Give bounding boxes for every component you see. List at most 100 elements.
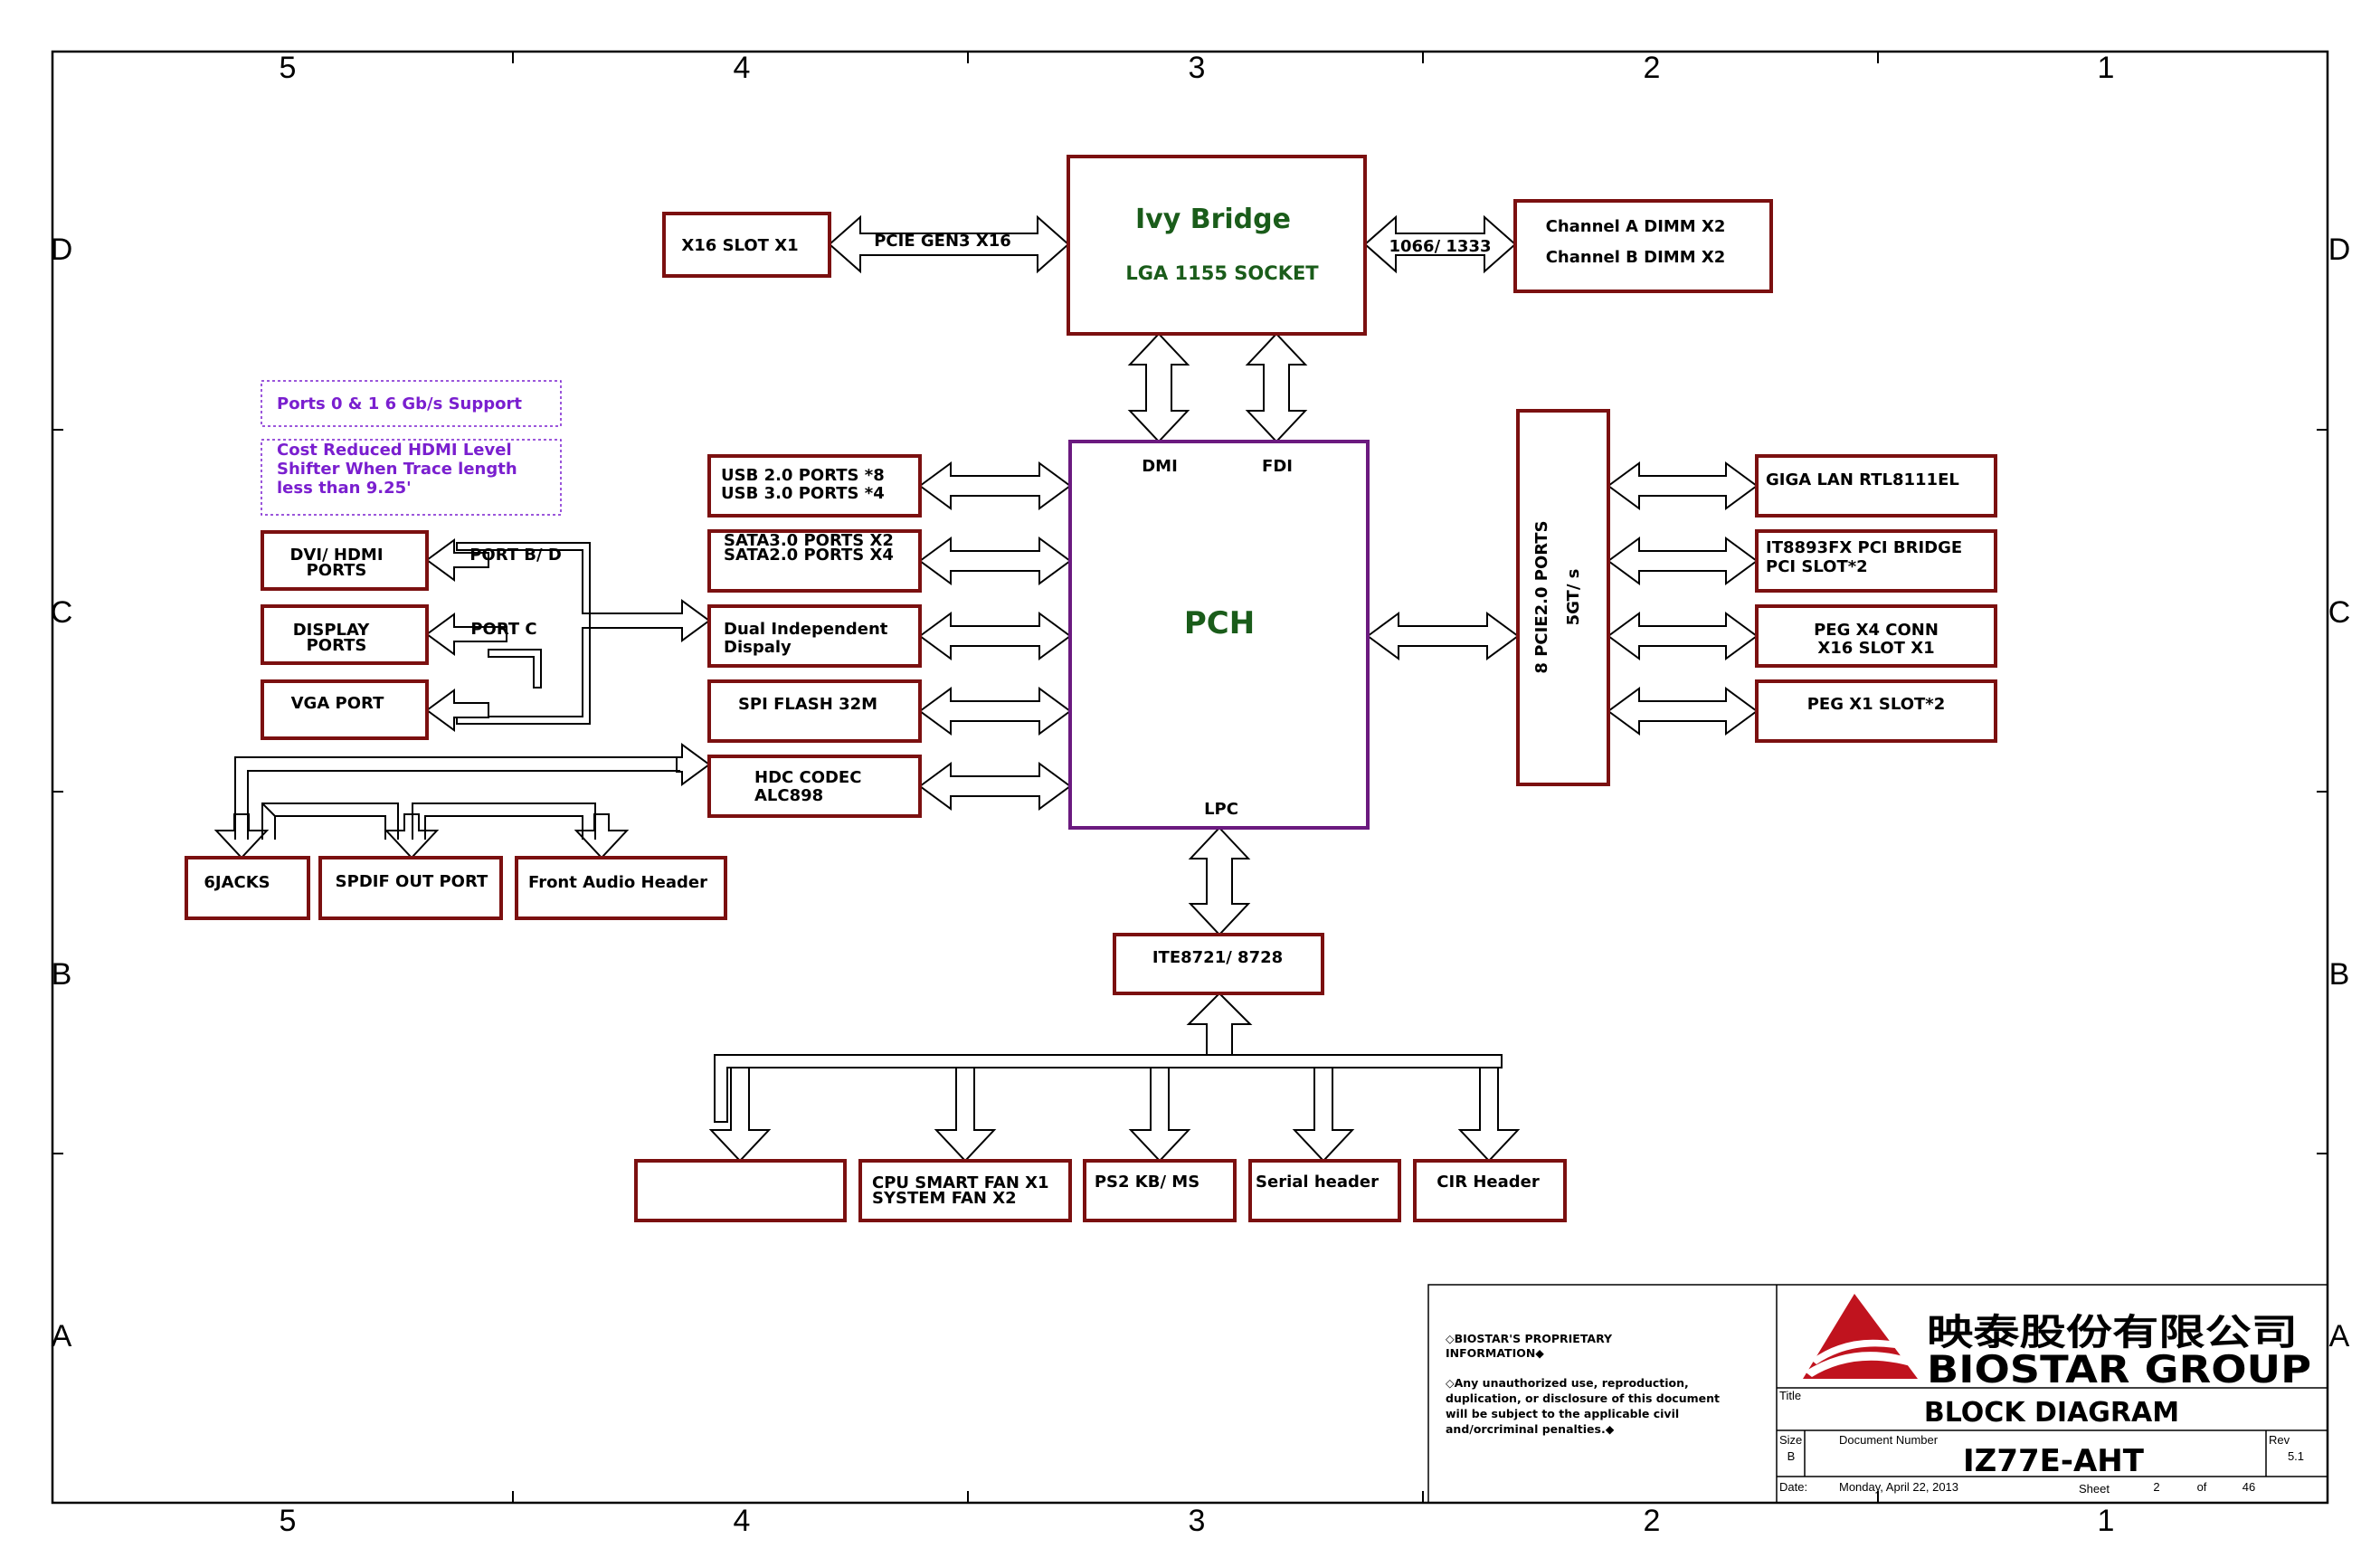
cir-block bbox=[1413, 1159, 1567, 1222]
port-bd-route bbox=[456, 542, 591, 614]
proprietary-line-1: ◇BIOSTAR'S PROPRIETARY bbox=[1446, 1332, 1613, 1345]
warning-line-3: will be subject to the applicable civil bbox=[1446, 1407, 1679, 1420]
port-c-arrow bbox=[425, 613, 507, 656]
pch-dmi-label: DMI bbox=[1142, 457, 1178, 476]
pcie-ports-block bbox=[1516, 409, 1610, 786]
peg-x1-label: PEG X1 SLOT*2 bbox=[1807, 695, 1946, 714]
cir-label: CIR Header bbox=[1437, 1173, 1540, 1192]
jacks-label: 6JACKS bbox=[204, 873, 270, 892]
biostar-logo-icon bbox=[1803, 1294, 1922, 1379]
hdc-label-1: HDC CODEC bbox=[754, 768, 861, 787]
zone-row-a-left: A bbox=[52, 1319, 72, 1353]
note-ports-box bbox=[261, 380, 562, 427]
pch-left-arrow-0 bbox=[918, 461, 1072, 510]
dimm-a-label: Channel A DIMM X2 bbox=[1546, 217, 1726, 236]
size-label: Size bbox=[1779, 1433, 1802, 1447]
dp-label-1: DISPLAY bbox=[293, 621, 370, 640]
cpu-fan-block bbox=[858, 1159, 1072, 1222]
company-cn: 映泰股份有限公司 bbox=[1927, 1312, 2298, 1353]
front-audio-block bbox=[515, 856, 727, 920]
pch-left-arrow-3 bbox=[918, 687, 1072, 736]
spdif-label: SPDIF OUT PORT bbox=[336, 872, 488, 891]
zone-row-b-left: B bbox=[52, 957, 72, 992]
note-ports-text: Ports 0 & 1 6 Gb/s Support bbox=[277, 394, 522, 413]
audio-bus-lines bbox=[234, 756, 680, 840]
mem-speed-label: 1066/ 1333 bbox=[1389, 237, 1491, 256]
docnum-value: IZ77E-AHT bbox=[1963, 1443, 2145, 1479]
zone-col-2-bottom: 2 bbox=[1644, 1504, 1661, 1538]
giga-lan-label: GIGA LAN RTL8111EL bbox=[1766, 470, 1959, 489]
rev-value: 5.1 bbox=[2288, 1449, 2304, 1463]
zone-row-b-right: B bbox=[2329, 957, 2350, 992]
zone-row-d-right: D bbox=[2328, 233, 2351, 267]
note-hdmi-text-3: less than 9.25' bbox=[277, 479, 412, 498]
pch-block bbox=[1068, 440, 1370, 830]
warning-line-1: ◇Any unauthorized use, reproduction, bbox=[1446, 1376, 1689, 1390]
date-label: Date: bbox=[1779, 1480, 1807, 1494]
sheet-label: Sheet bbox=[2079, 1482, 2110, 1496]
port-c-label: PORT C bbox=[470, 620, 536, 639]
vga-arrow bbox=[425, 689, 489, 732]
front-audio-label: Front Audio Header bbox=[528, 873, 707, 892]
pcie-right-arrow-1 bbox=[1607, 537, 1759, 585]
usb-block bbox=[707, 454, 922, 518]
cpu-block bbox=[1067, 155, 1367, 336]
ite-block bbox=[1113, 933, 1324, 995]
doc-title: BLOCK DIAGRAM bbox=[1924, 1397, 2179, 1429]
bus-down-fan bbox=[934, 1067, 997, 1163]
usb-label-2: USB 3.0 PORTS *4 bbox=[721, 484, 885, 503]
dual-label-1: Dual Independent bbox=[724, 620, 888, 639]
sata-block bbox=[707, 529, 922, 593]
cpu-socket: LGA 1155 SOCKET bbox=[1125, 262, 1319, 284]
ite-label: ITE8721/ 8728 bbox=[1152, 948, 1283, 967]
it8893-label-2: PCI SLOT*2 bbox=[1766, 557, 1868, 576]
dimm-b-label: Channel B DIMM X2 bbox=[1546, 248, 1726, 267]
port-bd-arrow bbox=[425, 538, 489, 582]
zone-ticks bbox=[52, 52, 2328, 1503]
hdc-label-2: ALC898 bbox=[754, 786, 823, 805]
dvi-label-1: DVI/ HDMI bbox=[289, 546, 383, 565]
zone-col-1-top: 1 bbox=[2098, 51, 2115, 85]
display-in-arrow bbox=[589, 599, 711, 642]
pch-fdi-label: FDI bbox=[1262, 457, 1293, 476]
vga-label: VGA PORT bbox=[291, 694, 384, 713]
zone-col-2-top: 2 bbox=[1644, 51, 1661, 85]
zone-row-c-left: C bbox=[51, 595, 73, 630]
zone-row-d-left: D bbox=[51, 233, 73, 267]
hdc-codec-block bbox=[707, 755, 922, 818]
dvi-label-2: PORTS bbox=[307, 561, 367, 580]
docnum-label: Document Number bbox=[1839, 1433, 1939, 1447]
zone-col-4-bottom: 4 bbox=[734, 1504, 751, 1538]
bus-down-serial bbox=[1292, 1067, 1355, 1163]
zone-col-3-bottom: 3 bbox=[1189, 1504, 1206, 1538]
date-value: Monday, April 22, 2013 bbox=[1839, 1480, 1958, 1494]
dvi-hdmi-block bbox=[261, 530, 429, 591]
zone-row-c-right: C bbox=[2328, 595, 2351, 630]
zone-col-5-bottom: 5 bbox=[280, 1504, 297, 1538]
pch-pcie-arrow bbox=[1366, 612, 1520, 660]
dual-display-block bbox=[707, 604, 922, 668]
bus-down-blank bbox=[708, 1067, 772, 1163]
notes bbox=[261, 380, 562, 516]
display-ports-block bbox=[261, 604, 429, 665]
jacks-block bbox=[185, 856, 310, 920]
pcie-gen3-label: PCIE GEN3 X16 bbox=[874, 232, 1011, 251]
hdc-in-arrow bbox=[676, 743, 711, 786]
zone-row-a-right: A bbox=[2329, 1319, 2350, 1353]
title-block bbox=[1427, 1284, 2328, 1504]
pch-lpc-label: LPC bbox=[1204, 800, 1238, 819]
peg-x4-block bbox=[1755, 604, 1997, 668]
warning-line-2: duplication, or disclosure of this docum… bbox=[1446, 1391, 1720, 1405]
rev-label: Rev bbox=[2269, 1433, 2290, 1447]
usb-label-1: USB 2.0 PORTS *8 bbox=[721, 466, 885, 485]
size-value: B bbox=[1787, 1449, 1796, 1463]
peg-x4-label-2: X16 SLOT X1 bbox=[1817, 639, 1934, 658]
zone-col-5-top: 5 bbox=[280, 51, 297, 85]
zone-col-3-top: 3 bbox=[1189, 51, 1206, 85]
dimm-block bbox=[1513, 199, 1773, 293]
pch-left-arrow-2 bbox=[918, 612, 1072, 660]
it8893-label-1: IT8893FX PCI BRIDGE bbox=[1766, 538, 1962, 557]
it8893-block bbox=[1755, 529, 1997, 593]
